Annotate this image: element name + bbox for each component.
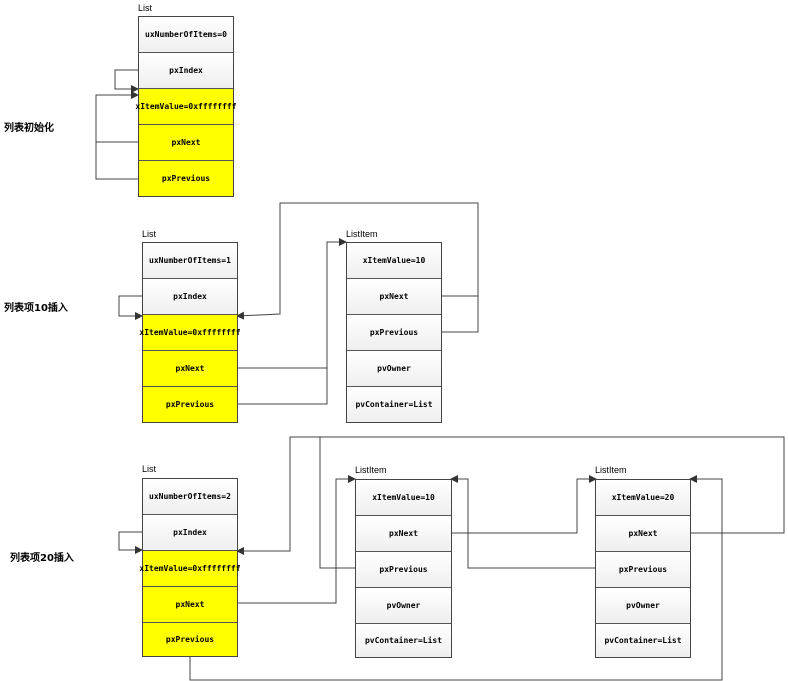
field-pxprevious: pxPrevious [347,315,441,351]
field-pvcontainer: pvContainer=List [356,624,451,657]
section-label-insert-10: 列表项10插入 [4,303,68,314]
field-xitemvalue: xItemValue=0xffffffff [139,315,241,351]
s1-pxindex-arrow [114,69,139,93]
field-pxnext: pxNext [356,516,451,552]
s3-pxindex-arrow [118,531,143,554]
field-pxindex: pxIndex [143,279,237,315]
s2-list-pxnext-to-item [237,238,347,369]
s2-item-title: ListItem [346,229,378,239]
field-pvowner: pvOwner [596,588,690,624]
field-uxnumberofitems: uxNumberOfItems=2 [143,479,237,515]
field-pxprevious: pxPrevious [356,552,451,588]
field-uxnumberofitems: uxNumberOfItems=1 [143,243,237,279]
s3-list-box: uxNumberOfItems=2 pxIndex xItemValue=0xf… [139,478,241,657]
field-pvowner: pvOwner [347,351,441,387]
s3-item1-pxnext-to-item2 [451,475,597,534]
field-pxprevious: pxPrevious [143,387,237,422]
field-xitemvalue: xItemValue=10 [356,480,451,516]
s3-item2-pxnext-to-list [236,436,785,555]
s1-list-title: List [138,3,153,13]
field-pxnext: pxNext [596,516,690,552]
field-pxprevious: pxPrevious [139,161,233,196]
field-pxindex: pxIndex [139,53,233,89]
s1-list-box: uxNumberOfItems=0 pxIndex xItemValue=0xf… [135,16,237,197]
s3-item1-pxprevious-to-list [319,437,355,569]
field-pxnext: pxNext [139,125,233,161]
field-pvowner: pvOwner [356,588,451,624]
s3-list-pxnext-to-item1 [237,475,356,604]
s2-item-pxprevious-to-list [441,296,479,333]
field-pvcontainer: pvContainer=List [347,387,441,422]
s3-item2-title: ListItem [595,465,627,475]
s1-pxnext-arrow [95,91,139,143]
field-pvcontainer: pvContainer=List [596,624,690,657]
s3-list-pxprevious-to-item2 [189,475,723,681]
s1-pxprevious-arrow [95,142,138,180]
field-pxnext: pxNext [347,279,441,315]
field-xitemvalue: xItemValue=10 [347,243,441,279]
s3-list-title: List [142,464,157,474]
s3-item1-box: xItemValue=10 pxNext pxPrevious pvOwner … [355,479,452,658]
field-pxnext: pxNext [143,351,237,387]
s2-item-box: xItemValue=10 pxNext pxPrevious pvOwner … [346,242,442,423]
field-xitemvalue: xItemValue=0xffffffff [135,89,237,125]
s3-item2-pxprevious-to-item1 [450,475,596,569]
s2-list-title: List [142,229,157,239]
section-label-insert-20: 列表项20插入 [10,553,74,564]
field-uxnumberofitems: uxNumberOfItems=0 [139,17,233,53]
field-pxprevious: pxPrevious [596,552,690,588]
s3-item1-title: ListItem [355,465,387,475]
s2-list-pxprevious-to-item [237,368,328,405]
field-pxprevious: pxPrevious [143,623,237,656]
field-pxnext: pxNext [143,587,237,623]
s2-pxindex-arrow [118,295,143,320]
s2-list-box: uxNumberOfItems=1 pxIndex xItemValue=0xf… [139,242,241,423]
field-xitemvalue: xItemValue=20 [596,480,690,516]
s3-item2-box: xItemValue=20 pxNext pxPrevious pvOwner … [595,479,691,658]
section-label-init: 列表初始化 [4,123,54,134]
s2-item-pxnext-to-list [236,202,479,320]
field-pxindex: pxIndex [143,515,237,551]
field-xitemvalue: xItemValue=0xffffffff [139,551,241,587]
